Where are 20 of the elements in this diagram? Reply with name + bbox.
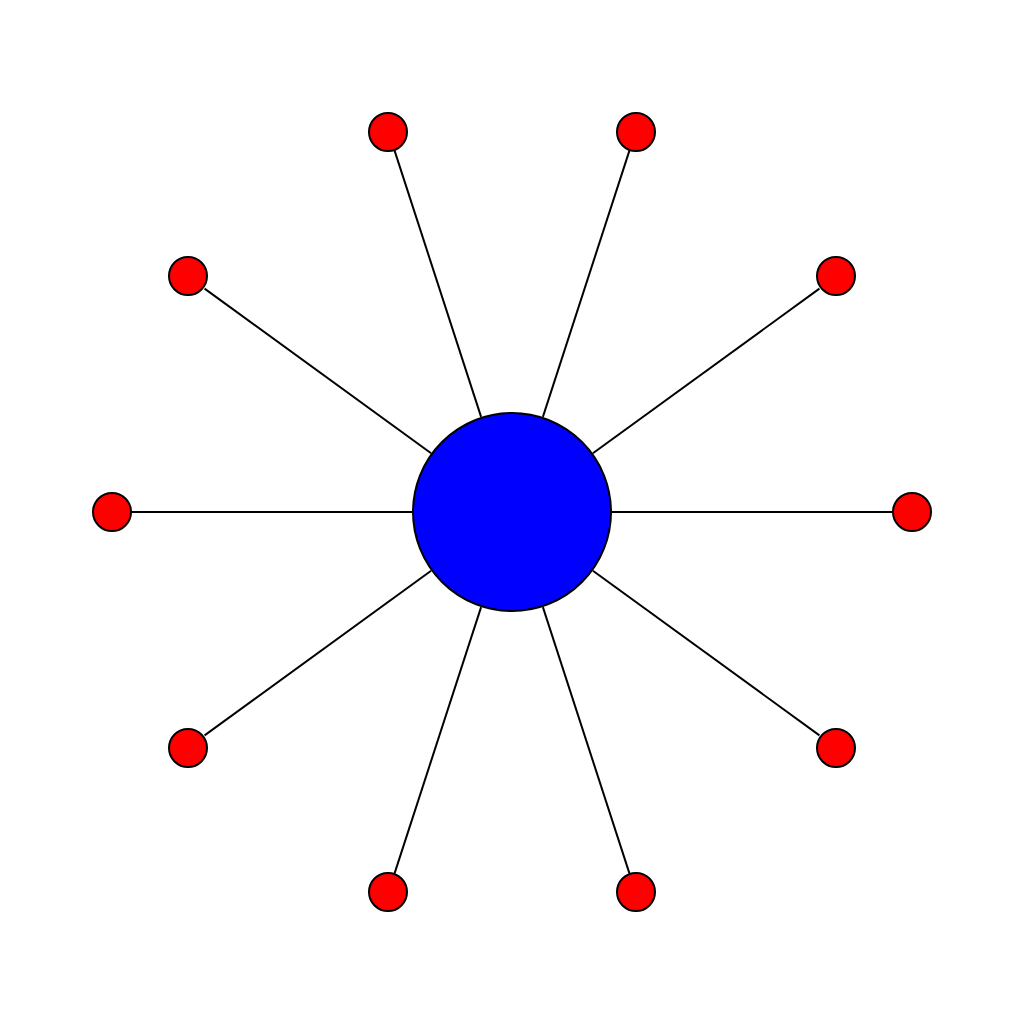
leaf-circle <box>368 111 409 152</box>
leaf-circle <box>92 492 132 532</box>
connector-line <box>393 149 483 418</box>
connector-line <box>611 511 893 513</box>
leaf-circle <box>815 256 856 297</box>
connector-line <box>393 606 483 875</box>
leaf-circle <box>615 111 656 152</box>
leaf-circle <box>168 256 209 297</box>
leaf-circle <box>168 727 209 768</box>
leaf-circle <box>368 872 409 913</box>
connector-line <box>591 287 821 455</box>
connector-line <box>541 149 631 418</box>
leaf-circle <box>615 872 656 913</box>
connector-line <box>591 569 821 737</box>
connector-line <box>541 606 631 875</box>
leaf-circle <box>815 727 856 768</box>
leaf-circle <box>892 492 932 532</box>
connector-line <box>203 287 433 455</box>
connector-line <box>131 511 413 513</box>
connector-line <box>203 569 433 737</box>
